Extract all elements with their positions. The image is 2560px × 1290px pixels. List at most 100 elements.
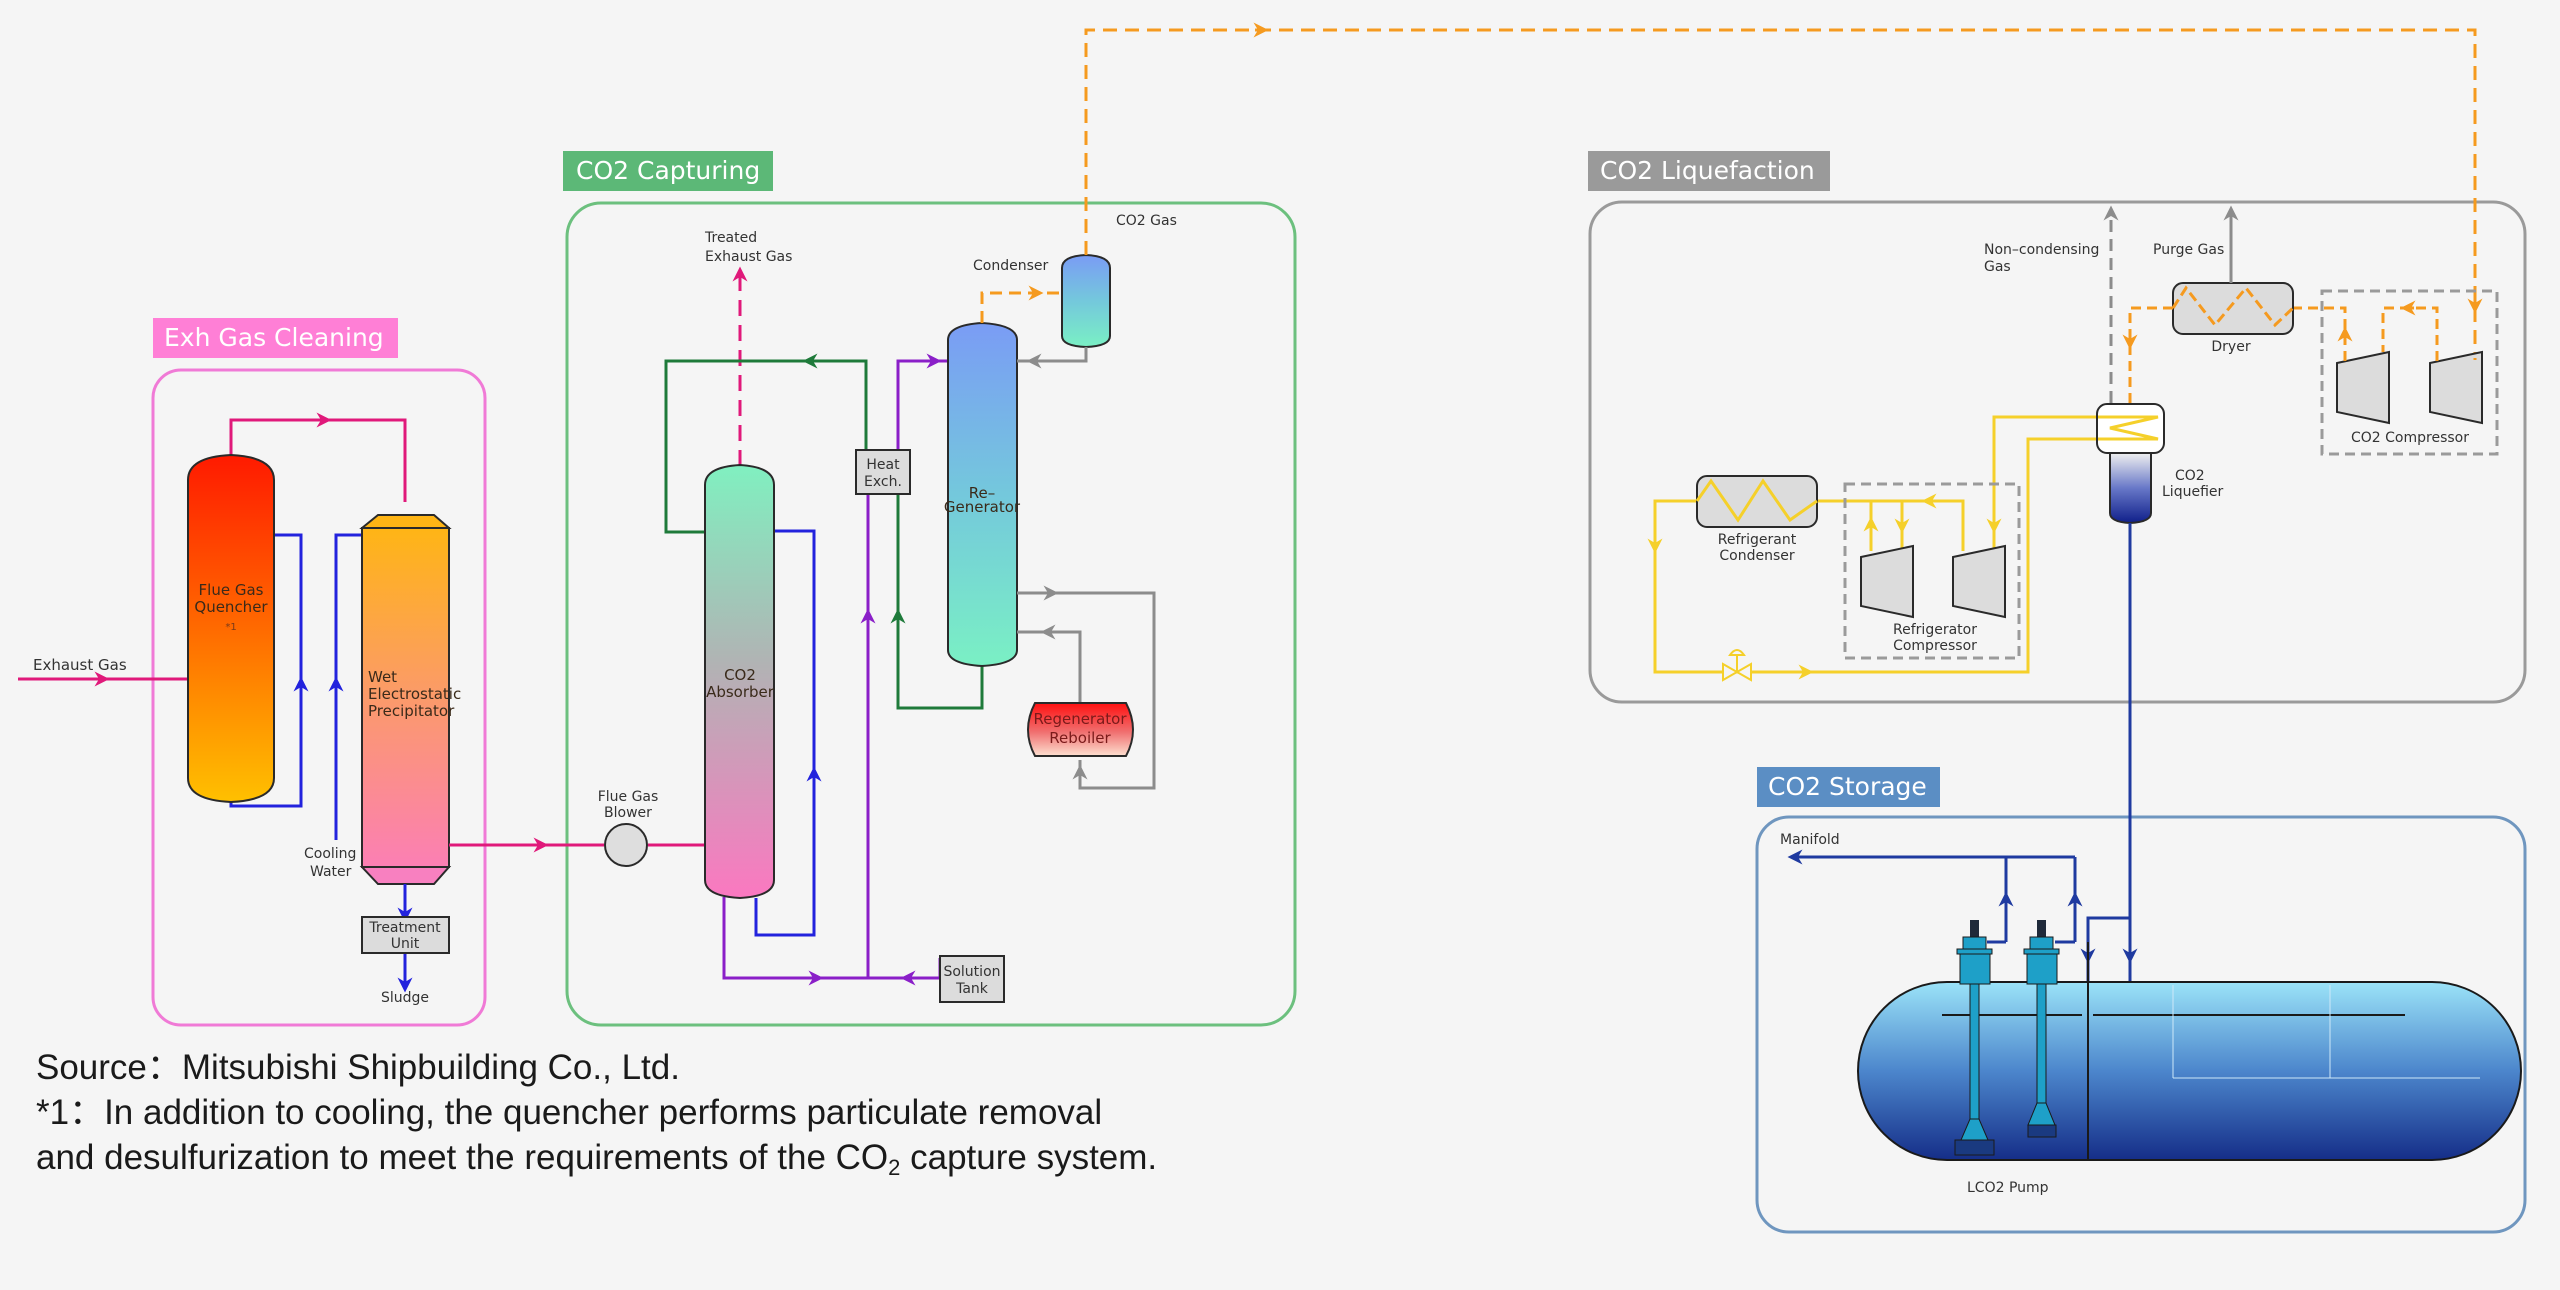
stream-label-manifold: Manifold xyxy=(1780,832,1840,848)
stream-label-non-condensing-1: Non–condensing xyxy=(1984,242,2099,258)
condenser: Condenser xyxy=(973,253,1111,349)
equipment-label-quencher-1: Flue Gas xyxy=(199,581,264,599)
equipment-label-absorber-1: CO2 xyxy=(724,666,756,684)
equipment-label-refrigerant-condenser-1: Refrigerant xyxy=(1718,532,1797,548)
equipment-label-quencher-2: Quencher xyxy=(194,598,268,616)
stream-label-cooling-water-2: Water xyxy=(310,864,352,880)
footnote-note-1: *1：In addition to cooling, the quencher … xyxy=(36,1093,1103,1132)
dryer: Dryer xyxy=(2171,282,2295,355)
condenser-reflux-line xyxy=(1017,347,1088,369)
lco2-storage-tank xyxy=(1857,981,2522,1161)
equipment-label-esp-3: Precipitator xyxy=(368,702,455,720)
section-title-badge xyxy=(563,151,773,191)
equipment-label-blower-2: Blower xyxy=(604,805,652,821)
equipment-label-condenser: Condenser xyxy=(973,258,1048,274)
section-frame xyxy=(565,201,1297,1027)
section-title: CO2 Liquefaction xyxy=(1600,156,1815,185)
footnote-note-2-post: capture system. xyxy=(900,1138,1158,1177)
stream-label-treated-1: Treated xyxy=(704,230,757,246)
exhaust-gas-inlet-line: Exhaust Gas xyxy=(18,656,188,687)
equipment-label-dryer: Dryer xyxy=(2211,339,2250,355)
section-title: CO2 Storage xyxy=(1768,772,1927,801)
equipment-label-esp-1: Wet xyxy=(368,668,397,686)
lco2-pump-1: LCO2 Pump xyxy=(1954,920,2049,1196)
section-co2-storage: CO2 Storage xyxy=(1755,767,2527,1234)
rich-solvent-line xyxy=(722,353,948,986)
section-frame xyxy=(151,368,487,1027)
manifold-line: Manifold xyxy=(1780,832,2083,944)
equipment-label-absorber-2: Absorber xyxy=(706,683,775,701)
stream-label-co2-gas: CO2 Gas xyxy=(1116,213,1177,229)
co2-compressor-stage-1 xyxy=(2336,350,2390,425)
co2-gas-transfer-line: CO2 Gas xyxy=(1084,22,2477,360)
quencher-to-esp-line xyxy=(229,412,407,502)
regenerator: Re– Generator xyxy=(944,321,1021,668)
purge-gas-line: Purge Gas xyxy=(2153,205,2239,283)
equipment-label-reboiler-1: Regenerator xyxy=(1033,710,1127,728)
section-co2-capturing: CO2 Capturing xyxy=(563,151,1297,1027)
wet-electrostatic-precipitator: Wet Electrostatic Precipitator xyxy=(359,514,461,885)
equipment-label-treatment-2: Unit xyxy=(391,936,420,952)
co2-compressor-interstage-line xyxy=(2293,298,2483,361)
co2-compressor-group xyxy=(2320,289,2499,456)
stream-label-sludge: Sludge xyxy=(381,990,429,1006)
section-co2-liquefaction: CO2 Liquefaction xyxy=(1588,151,2527,704)
co2-compressor-stage-2 xyxy=(2429,350,2483,425)
section-exh-gas-cleaning: Exh Gas Cleaning xyxy=(151,318,487,1027)
flue-gas-blower: Flue Gas Blower xyxy=(598,789,704,867)
equipment-label-heat-exch-2: Exch. xyxy=(864,474,902,490)
equipment-label-refrigerant-condenser-2: Condenser xyxy=(1719,548,1794,564)
treated-exhaust-gas-line: Treated Exhaust Gas xyxy=(704,230,792,466)
section-title: Exh Gas Cleaning xyxy=(164,323,384,352)
stream-label-cooling-water: Cooling xyxy=(304,846,356,862)
equipment-label-solution-tank-1: Solution xyxy=(943,964,1000,980)
equipment-label-lco2-pump: LCO2 Pump xyxy=(1967,1180,2049,1196)
stream-label-non-condensing-2: Gas xyxy=(1984,259,2011,275)
footnote-marker: *1 xyxy=(225,622,236,633)
equipment-label-esp-2: Electrostatic xyxy=(368,685,461,703)
equipment-label-refrigerator-compressor-2: Compressor xyxy=(1893,638,1977,654)
refrigerant-condenser: Refrigerant Condenser xyxy=(1695,475,1818,564)
equipment-label-co2-liquefier-2: Liquefier xyxy=(2162,484,2223,500)
equipment-label-co2-compressor: CO2 Compressor xyxy=(2351,430,2469,446)
regenerator-reboiler: Regenerator Reboiler xyxy=(1027,702,1134,757)
equipment-label-heat-exch-1: Heat xyxy=(866,457,900,473)
equipment-label-blower-1: Flue Gas xyxy=(598,789,659,805)
co2-liquefier: CO2 Liquefier xyxy=(2096,403,2223,525)
reboiler-steam-loop xyxy=(1017,585,1156,790)
equipment-label-regenerator-1: Re– xyxy=(969,484,995,502)
section-title-badge xyxy=(1588,151,1830,191)
co2-absorber: CO2 Absorber xyxy=(704,463,775,900)
expansion-valve xyxy=(1722,649,1752,682)
footnote-note-2-pre: and desulfurization to meet the requirem… xyxy=(36,1138,889,1177)
absorber-cooling-loop xyxy=(754,529,822,937)
section-title-badge xyxy=(1757,767,1940,807)
section-title-badge xyxy=(153,318,398,358)
solution-tank: Solution Tank xyxy=(939,955,1005,1003)
footnote-block: Source：Mitsubishi Shipbuilding Co., Ltd.… xyxy=(36,1045,1157,1190)
footnote-subscript: 2 xyxy=(888,1155,901,1180)
section-frame xyxy=(1755,815,2527,1234)
footnote-note-2: and desulfurization to meet the requirem… xyxy=(36,1135,1157,1190)
equipment-label-reboiler-2: Reboiler xyxy=(1049,729,1111,747)
equipment-label-refrigerator-compressor-1: Refrigerator xyxy=(1893,622,1977,638)
equipment-label-co2-liquefier-1: CO2 xyxy=(2175,468,2205,484)
heat-exchanger: Heat Exch. xyxy=(855,449,911,495)
section-title: CO2 Capturing xyxy=(576,156,760,185)
refrigerator-compressor-group xyxy=(1843,482,2021,660)
flue-gas-quencher: Flue Gas Quencher *1 xyxy=(187,453,275,804)
equipment-label-treatment-1: Treatment xyxy=(368,920,441,936)
treatment-unit: Treatment Unit xyxy=(361,916,450,954)
source-credit: Source：Mitsubishi Shipbuilding Co., Ltd. xyxy=(36,1048,680,1087)
regenerator-overhead-line xyxy=(980,285,1062,323)
lco2-pump-2 xyxy=(2023,920,2060,1138)
equipment-label-solution-tank-2: Tank xyxy=(955,981,989,997)
refrigerator-compressor-stage-2 xyxy=(1952,544,2006,619)
esp-cooling-water-line: Cooling Water xyxy=(304,533,362,880)
stream-label-purge-gas: Purge Gas xyxy=(2153,242,2224,258)
section-frame xyxy=(1588,200,2527,704)
refrigerator-compressor-stage-1 xyxy=(1860,544,1914,619)
non-condensing-gas-line: Non–condensing Gas xyxy=(1984,205,2119,403)
dryer-to-liquefier-line xyxy=(2122,306,2173,403)
